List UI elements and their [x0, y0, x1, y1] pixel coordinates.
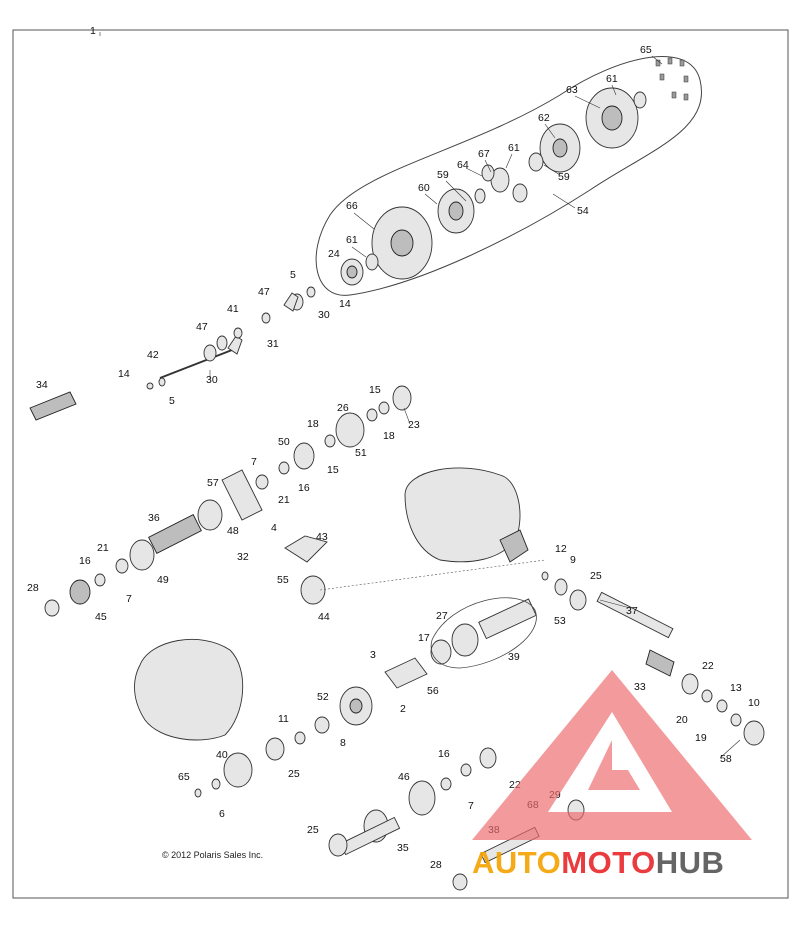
- callout: 23: [408, 419, 420, 431]
- callout: 49: [157, 574, 169, 586]
- callout: 40: [216, 749, 228, 761]
- callout: 51: [355, 447, 367, 459]
- callout: 34: [36, 379, 48, 391]
- callout: 66: [346, 200, 358, 212]
- mid-shaft-row: [44, 385, 412, 617]
- callout: 46: [398, 771, 410, 783]
- callout: 47: [196, 321, 208, 333]
- callout-labels: 65 61 63 62 61 59 64 67 59 60 66 61 24 5…: [27, 44, 760, 871]
- callout: 2: [400, 703, 406, 715]
- callout: 25: [288, 768, 300, 780]
- callout: 50: [278, 436, 290, 448]
- callout: 47: [258, 286, 270, 298]
- callout: 53: [554, 615, 566, 627]
- callout: 39: [508, 651, 520, 663]
- callout: 58: [720, 753, 732, 765]
- callout: 64: [457, 159, 469, 171]
- callout: 44: [318, 611, 330, 623]
- callout: 14: [118, 368, 130, 380]
- callout: 55: [277, 574, 289, 586]
- transmission-case-left: [134, 638, 244, 741]
- callout: 16: [79, 555, 91, 567]
- callout: 7: [251, 456, 257, 468]
- callout: 16: [298, 482, 310, 494]
- callout: 41: [227, 303, 239, 315]
- callout: 67: [478, 148, 490, 160]
- callout: 11: [278, 713, 289, 725]
- callout: 28: [430, 859, 442, 871]
- callout: 4: [271, 522, 277, 534]
- callout: 25: [590, 570, 602, 582]
- callout: 61: [346, 234, 358, 246]
- callout: 5: [290, 269, 296, 281]
- callout: 13: [730, 682, 742, 694]
- callout: 31: [267, 338, 279, 350]
- callout: 59: [558, 171, 570, 183]
- callout: 56: [427, 685, 439, 697]
- callout: 18: [307, 418, 319, 430]
- lower-shaft-assembly: [194, 571, 765, 891]
- callout: 15: [369, 384, 381, 396]
- callout: 7: [126, 593, 132, 605]
- leader-lines: [99, 32, 741, 759]
- callout: 35: [397, 842, 409, 854]
- callout: 24: [328, 248, 340, 260]
- callout: 22: [702, 660, 714, 672]
- callout: 12: [555, 543, 567, 555]
- callout: 20: [676, 714, 688, 726]
- callout: 27: [436, 610, 448, 622]
- watermark-triangle-logo: [472, 670, 752, 840]
- callout: 5: [169, 395, 175, 407]
- callout: 36: [148, 512, 160, 524]
- callout: 62: [538, 112, 550, 124]
- callout: 22: [509, 779, 521, 791]
- callout: 26: [337, 402, 349, 414]
- callout: 33: [634, 681, 646, 693]
- callout: 10: [748, 697, 760, 709]
- callout: 30: [206, 374, 218, 386]
- transmission-case-right: [404, 467, 529, 563]
- callout: 21: [278, 494, 290, 506]
- shift-assembly: [29, 286, 316, 421]
- callout: 15: [327, 464, 339, 476]
- callout: 48: [227, 525, 239, 537]
- callout: 21: [97, 542, 109, 554]
- callout: 6: [219, 808, 225, 820]
- callout: 8: [340, 737, 346, 749]
- callout: 16: [438, 748, 450, 760]
- callout: 65: [178, 771, 190, 783]
- callout: 18: [383, 430, 395, 442]
- callout: 7: [468, 800, 474, 812]
- callout: 52: [317, 691, 329, 703]
- callout: 42: [147, 349, 159, 361]
- callout: 37: [626, 605, 638, 617]
- callout: 57: [207, 477, 219, 489]
- callout: 45: [95, 611, 107, 623]
- watermark-text: AUTOMOTOHUB: [472, 845, 724, 880]
- callout: 63: [566, 84, 578, 96]
- callout: 43: [316, 531, 328, 543]
- diagram-frame: [12, 29, 789, 899]
- callout: 32: [237, 551, 249, 563]
- callout: 61: [508, 142, 520, 154]
- automotohub-watermark: AUTOMOTOHUB: [472, 670, 752, 880]
- callout: 14: [339, 298, 351, 310]
- callout: 59: [437, 169, 449, 181]
- callout: 28: [27, 582, 39, 594]
- drive-shaft-outline: [430, 597, 537, 669]
- gear-housing-outline: [315, 56, 702, 296]
- callout: 60: [418, 182, 430, 194]
- callout: 65: [640, 44, 652, 56]
- callout: 54: [577, 205, 589, 217]
- callout: 30: [318, 309, 330, 321]
- callout: 3: [370, 649, 376, 661]
- assembly-callout: 1: [90, 25, 96, 37]
- callout: 25: [307, 824, 319, 836]
- callout: 17: [418, 632, 430, 644]
- copyright-text: © 2012 Polaris Sales Inc.: [162, 850, 263, 860]
- callout: 9: [570, 554, 576, 566]
- callout: 19: [695, 732, 707, 744]
- callout: 61: [606, 73, 618, 85]
